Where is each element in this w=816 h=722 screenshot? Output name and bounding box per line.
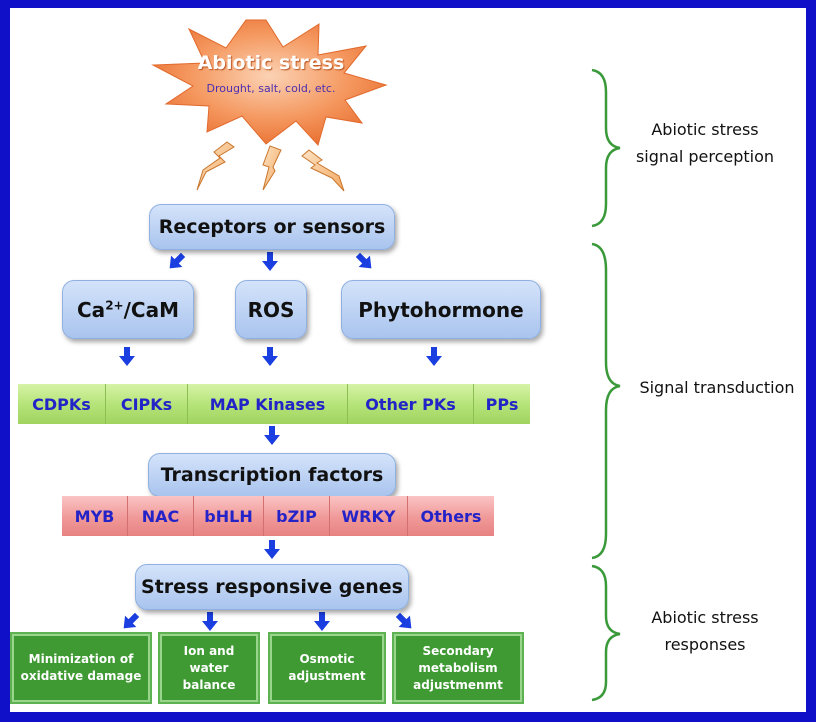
transcription-factors-box: Transcription factors [148, 453, 396, 497]
ros-box: ROS [235, 280, 307, 339]
starburst-shape [151, 19, 388, 146]
stage-label-transduction: Signal transduction [639, 378, 795, 397]
lightning-bolt-icon [196, 141, 235, 191]
arrow-icon [123, 612, 140, 629]
arrow-icon [262, 347, 278, 366]
stress-title: Abiotic stress [197, 52, 345, 74]
stress-subtitle: Drought, salt, cold, etc. [206, 82, 336, 95]
stress-genes-box: Stress responsive genes [135, 564, 409, 610]
kinase-cell: CDPKs [18, 384, 106, 424]
kinase-cell: CIPKs [106, 384, 188, 424]
tf-family-cell: NAC [128, 496, 194, 536]
tf-family-cell: WRKY [330, 496, 408, 536]
kinase-cell: Other PKs [348, 384, 474, 424]
arrow-icon [264, 426, 280, 445]
arrow-icon [314, 612, 330, 631]
tf-family-cell: bHLH [194, 496, 264, 536]
flow-arrows [119, 252, 442, 631]
kinase-cell: PPs [474, 384, 530, 424]
arrow-icon [355, 252, 372, 269]
response-box: Secondary metabolism adjustmenmt [394, 634, 522, 702]
stage-label-responses: Abiotic stress responses [651, 608, 759, 654]
response-box: Osmotic adjustment [270, 634, 384, 702]
lightning-bolt-icon [262, 145, 282, 191]
arrow-icon [264, 540, 280, 559]
arrow-icon [262, 252, 278, 271]
arrow-icon [395, 612, 412, 629]
calcium-label: Ca2+/CaM [77, 297, 179, 322]
response-box: Ion and water balance [160, 634, 258, 702]
stage-brackets [591, 68, 621, 702]
tf-family-cell: bZIP [264, 496, 330, 536]
stage-label-perception: Abiotic stress signal perception [635, 120, 775, 166]
response-box: Minimization of oxidative damage [12, 634, 150, 702]
tf-family-band: MYB NAC bHLH bZIP WRKY Others [62, 496, 494, 536]
tf-family-cell: MYB [62, 496, 128, 536]
lightning-bolt-icon [301, 149, 345, 192]
receptors-label: Receptors or sensors [158, 216, 386, 238]
arrow-icon [119, 347, 135, 366]
kinase-band: CDPKs CIPKs MAP Kinases Other PKs PPs [18, 384, 530, 424]
transcription-factors-label: Transcription factors [160, 464, 384, 486]
receptors-box: Receptors or sensors [149, 204, 395, 250]
calcium-box: Ca2+/CaM [62, 280, 194, 339]
stress-genes-label: Stress responsive genes [141, 576, 403, 598]
bracket-responses [591, 564, 621, 702]
phytohormone-label: Phytohormone [358, 297, 524, 322]
arrow-icon [426, 347, 442, 366]
bracket-transduction [591, 242, 621, 560]
tf-family-cell: Others [408, 496, 494, 536]
kinase-cell: MAP Kinases [188, 384, 348, 424]
bracket-perception [591, 68, 621, 228]
ros-label: ROS [247, 297, 295, 322]
arrow-icon [202, 612, 218, 631]
phytohormone-box: Phytohormone [341, 280, 541, 339]
arrow-icon [169, 252, 186, 269]
